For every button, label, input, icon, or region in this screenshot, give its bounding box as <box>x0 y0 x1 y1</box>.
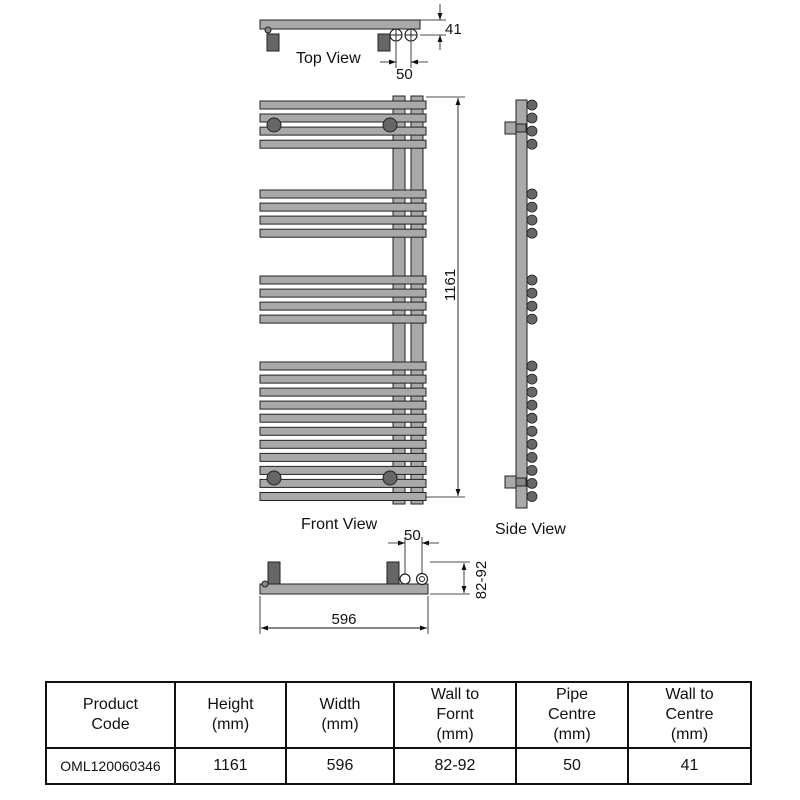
bottom-view-valve-left <box>267 561 281 585</box>
front-view-rail-bar <box>259 301 427 311</box>
front-view-rail-bar <box>259 452 427 462</box>
side-view-rail-end <box>526 201 538 213</box>
front-view-rail-bar <box>259 202 427 212</box>
front-view-rail-bar <box>259 215 427 225</box>
bottom-pipe-centre-label: 50 <box>404 527 421 544</box>
top-view-bar <box>259 19 421 30</box>
side-view-rail-end <box>526 287 538 299</box>
top-view-valve-right <box>377 33 391 52</box>
top-view-valve-left <box>266 33 280 52</box>
side-view-valve-bottom <box>504 475 527 489</box>
side-view-rail-end <box>526 425 538 437</box>
side-view-rail-end <box>526 300 538 312</box>
side-view-rail-end <box>526 125 538 137</box>
side-view-rail-end <box>526 491 538 502</box>
side-view-upright <box>515 99 528 509</box>
side-view-rail-end <box>526 188 538 200</box>
top-view-pipe-right <box>404 28 418 42</box>
front-view-bracket <box>266 117 282 133</box>
side-view-rail-end <box>526 99 538 111</box>
front-view-label: Front View <box>301 516 378 533</box>
side-view-rail-end <box>526 360 538 372</box>
side-view-rail-end <box>526 477 538 489</box>
front-view-rail-bar <box>259 439 427 449</box>
side-view-rail-end <box>526 138 538 150</box>
top-depth-label: 41 <box>445 21 462 38</box>
spec-table: Product Code Height (mm) Width (mm) Wall… <box>45 681 752 785</box>
bottom-view-pipe-left <box>399 573 411 585</box>
header-width: Width (mm) <box>285 681 395 749</box>
front-view-bracket <box>266 470 282 486</box>
front-view-rail-bar <box>259 126 427 136</box>
front-view: 1161 Front View <box>259 95 465 533</box>
side-view-rail-end <box>526 214 538 226</box>
front-view-rail-bar <box>259 361 427 371</box>
front-view-bracket <box>382 470 398 486</box>
front-view-rail-bar <box>259 387 427 397</box>
front-view-rail-bar <box>259 100 427 110</box>
front-view-rail-bar <box>259 413 427 423</box>
height-dimension-label: 1161 <box>442 269 459 301</box>
side-view-valve-top <box>504 121 527 135</box>
top-view: 41 50 Top View <box>259 4 462 83</box>
cell-width: 596 <box>285 747 395 785</box>
side-view: Side View <box>495 99 566 538</box>
bottom-view-valve-right <box>386 561 400 585</box>
bottom-view-pipe-right <box>415 572 429 586</box>
cell-wall-to-front: 82-92 <box>393 747 517 785</box>
side-view-rail-end <box>526 399 538 411</box>
side-view-rail-end <box>526 438 538 450</box>
front-view-rail-bar <box>259 189 427 199</box>
top-view-label: Top View <box>296 50 361 67</box>
front-view-rail-bar <box>259 426 427 436</box>
header-product-code: Product Code <box>45 681 176 749</box>
width-dimension-label: 596 <box>331 611 356 628</box>
front-view-rail-bar <box>259 275 427 285</box>
header-height: Height (mm) <box>174 681 287 749</box>
front-view-rail-bar <box>259 478 427 488</box>
cell-pipe-centre: 50 <box>515 747 629 785</box>
header-wall-to-centre: Wall to Centre (mm) <box>627 681 752 749</box>
cell-wall-to-centre: 41 <box>627 747 752 785</box>
side-view-rail-end <box>526 451 538 463</box>
header-pipe-centre: Pipe Centre (mm) <box>515 681 629 749</box>
top-view-pipe-left <box>389 28 403 42</box>
bottom-view-bracket-left <box>261 580 269 588</box>
side-view-rail-end <box>526 386 538 398</box>
side-view-rail-end <box>526 112 538 124</box>
top-pipe-centre-label: 50 <box>396 66 413 83</box>
front-view-rail-bar <box>259 288 427 298</box>
front-view-rail-bar <box>259 465 427 475</box>
front-view-rail-bar <box>259 228 427 238</box>
wall-to-front-label: 82-92 <box>473 561 490 599</box>
bottom-view-bar <box>259 583 429 595</box>
side-view-rail-end <box>526 313 538 325</box>
spec-table-row: OML120060346 1161 596 82-92 50 41 <box>45 747 752 785</box>
top-view-bracket-left <box>264 26 272 34</box>
front-view-rail-bar <box>259 492 427 501</box>
bottom-view: 50 82-92 596 <box>259 527 490 634</box>
front-view-rail-bar <box>259 139 427 149</box>
spec-table-header-row: Product Code Height (mm) Width (mm) Wall… <box>45 681 752 749</box>
front-view-rail-bar <box>259 400 427 410</box>
front-view-rail-bar <box>259 314 427 324</box>
side-view-rail-end <box>526 274 538 286</box>
cell-height: 1161 <box>174 747 287 785</box>
header-wall-to-front: Wall to Fornt (mm) <box>393 681 517 749</box>
side-view-rail-end <box>526 373 538 385</box>
side-view-rail-end <box>526 464 538 476</box>
front-view-rail-bar <box>259 374 427 384</box>
cell-product-code: OML120060346 <box>45 747 176 785</box>
side-view-rail-end <box>526 412 538 424</box>
front-view-bracket <box>382 117 398 133</box>
side-view-rail-end <box>526 227 538 239</box>
side-view-label: Side View <box>495 521 566 538</box>
technical-drawing: 41 50 Top View 1161 Front View <box>259 4 566 634</box>
front-view-rail-bar <box>259 113 427 123</box>
